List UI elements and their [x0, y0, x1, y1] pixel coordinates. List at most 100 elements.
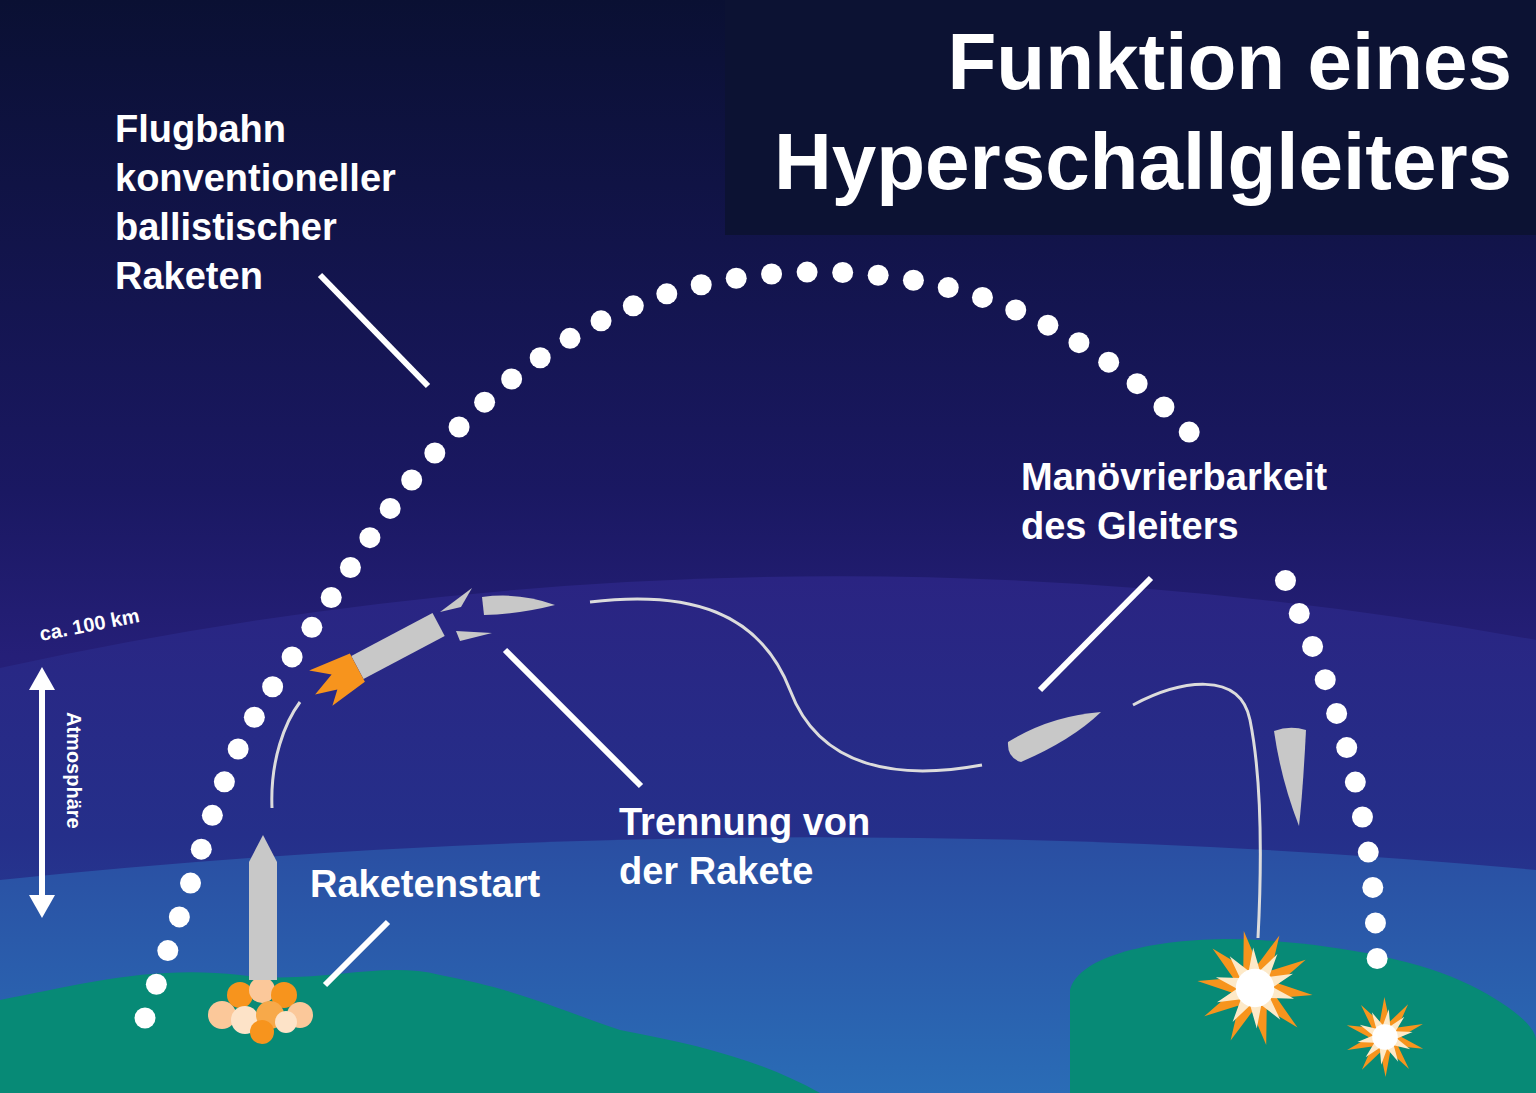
trajectory-dot — [228, 738, 249, 759]
trajectory-dot — [449, 416, 470, 437]
atmosphere-arrow — [29, 667, 55, 918]
trajectory-dot — [1315, 669, 1336, 690]
trajectory-dot — [321, 587, 342, 608]
dive-path — [1133, 684, 1260, 938]
trajectory-dot — [244, 707, 265, 728]
trajectory-dot — [560, 328, 581, 349]
trajectory-dot — [1127, 373, 1148, 394]
trajectory-dot — [1068, 332, 1089, 353]
trajectory-dot — [1345, 772, 1366, 793]
trajectory-dot — [832, 262, 853, 283]
leader-line — [320, 275, 428, 386]
glide-path — [590, 599, 982, 771]
trajectory-dot — [359, 527, 380, 548]
trajectory-dot — [135, 1008, 156, 1029]
explosion-core — [1372, 1024, 1398, 1050]
trajectory-dot — [1153, 396, 1174, 417]
arrow-head — [29, 667, 55, 690]
trajectory-dot — [282, 646, 303, 667]
separation-label: Trennung von der Rakete — [619, 798, 914, 896]
exhaust-puff — [208, 1001, 236, 1029]
land-right — [1070, 939, 1536, 1093]
rocket-body — [249, 835, 277, 980]
trajectory-dot — [1336, 737, 1357, 758]
leader-line — [1040, 578, 1151, 690]
explosion-inner — [1216, 947, 1294, 1028]
trajectory-dot — [1302, 636, 1323, 657]
trajectory-dot — [530, 347, 551, 368]
trajectory-label: Flugbahn konventioneller ballistischer R… — [115, 105, 435, 301]
arrow-shaft — [39, 680, 45, 905]
exhaust-puff — [250, 1020, 274, 1044]
trajectory-dot — [424, 443, 445, 464]
rocket-flame — [304, 650, 368, 711]
trajectory-dot — [1358, 842, 1379, 863]
trajectory-dot — [1367, 948, 1388, 969]
trajectory-dot — [726, 268, 747, 289]
trajectory-dot — [972, 287, 993, 308]
launch-path — [272, 702, 300, 808]
trajectory-dot — [797, 262, 818, 283]
leader-line — [325, 922, 388, 985]
arrow-head — [29, 895, 55, 918]
diagram-title: Funktion eines Hyperschallgleiters — [722, 12, 1512, 212]
launch-label: Raketenstart — [310, 860, 610, 909]
trajectory-dot — [146, 974, 167, 995]
trajectory-dot — [1352, 806, 1373, 827]
trajectory-dot — [202, 805, 223, 826]
exhaust-puff — [249, 977, 275, 1003]
trajectory-dot — [761, 264, 782, 285]
ballistic-trajectory — [135, 262, 1388, 1029]
trajectory-dot — [214, 771, 235, 792]
atmosphere-label: Atmosphäre — [62, 712, 86, 829]
trajectory-dot — [1289, 603, 1310, 624]
trajectory-dot — [191, 839, 212, 860]
glider-paths — [272, 599, 1261, 938]
trajectory-dot — [1179, 422, 1200, 443]
trajectory-dot — [180, 873, 201, 894]
trajectory-dot — [1005, 300, 1026, 321]
trajectory-dot — [623, 295, 644, 316]
glider — [482, 596, 555, 615]
explosion-core — [1236, 969, 1274, 1007]
leader-line — [505, 650, 641, 786]
explosion-outer — [1197, 931, 1312, 1045]
glider — [1274, 728, 1306, 826]
trajectory-dot — [903, 270, 924, 291]
trajectory-dot — [1098, 352, 1119, 373]
explosion — [1347, 997, 1423, 1077]
fairing-piece — [440, 588, 472, 612]
trajectory-dot — [1362, 877, 1383, 898]
trajectory-dot — [401, 470, 422, 491]
impacts — [1197, 931, 1423, 1077]
trajectory-dot — [1326, 703, 1347, 724]
trajectory-dot — [656, 283, 677, 304]
trajectory-dot — [380, 498, 401, 519]
trajectory-dot — [501, 368, 522, 389]
explosion-inner — [1357, 1009, 1412, 1064]
flying-rocket — [304, 607, 449, 711]
glider — [1008, 712, 1101, 762]
maneuver-label: Manövrierbarkeit des Gleiters — [1021, 453, 1366, 551]
exhaust-puff — [227, 982, 253, 1008]
trajectory-dot — [868, 265, 889, 286]
trajectory-dot — [157, 940, 178, 961]
land-left — [0, 970, 820, 1093]
launch-rocket — [208, 835, 313, 1044]
atmosphere-band — [0, 576, 1536, 1093]
exhaust-puff — [275, 1011, 297, 1033]
trajectory-dot — [1365, 912, 1386, 933]
trajectory-dot — [691, 274, 712, 295]
altitude-label: ca. 100 km — [37, 603, 141, 646]
trajectory-dot — [1037, 315, 1058, 336]
explosion — [1197, 931, 1312, 1045]
trajectory-dot — [591, 310, 612, 331]
trajectory-dot — [340, 557, 361, 578]
fairing-piece — [456, 631, 492, 641]
trajectory-dot — [262, 676, 283, 697]
explosion-outer — [1347, 997, 1423, 1077]
trajectory-dot — [169, 906, 190, 927]
